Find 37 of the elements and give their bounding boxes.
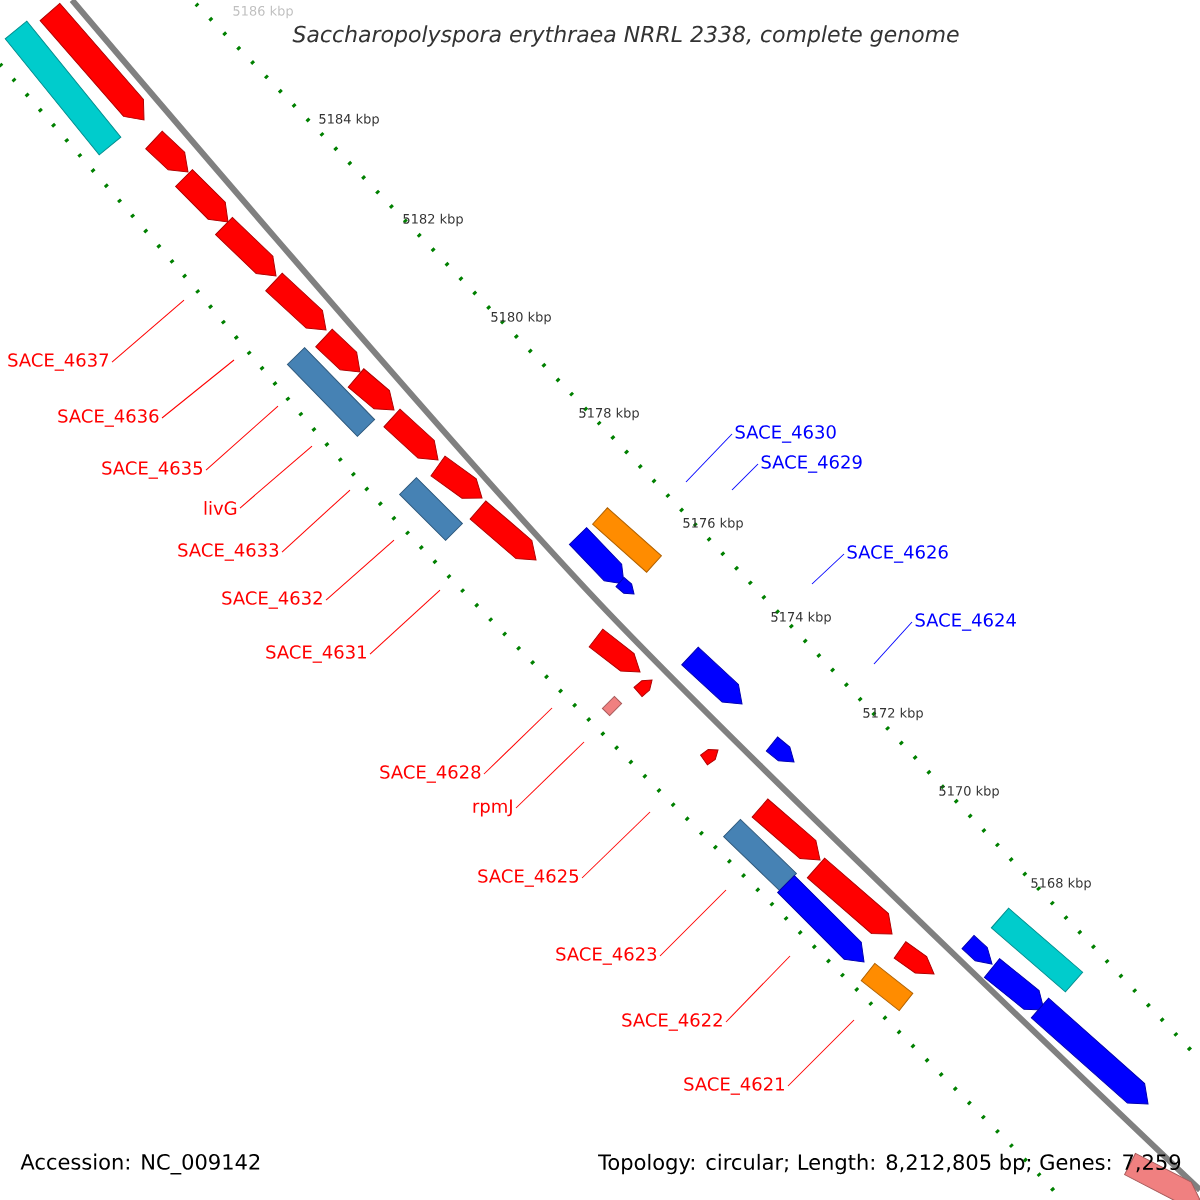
gene-label: SACE_4623 [556,947,657,965]
gene-label: SACE_4622 [622,1013,722,1031]
genome-info-text: Topology: circular; Length: 8,212,805 bp; Genes: 7,259 [598,1153,1181,1175]
gene-label: SACE_4621 [684,1077,784,1095]
leader-line [581,811,651,879]
leader-line [515,741,585,809]
gene-label: SACE_4625 [478,869,578,887]
leader-line [873,621,913,665]
leader-line [725,955,791,1023]
gene-label: SACE_4637 [8,353,109,371]
leader-line [111,299,185,363]
leader-line [811,553,845,585]
accession-text: Accession: NC_009142 [20,1153,260,1175]
gene-label: SACE_4636 [58,409,159,427]
leader-line [161,359,235,419]
gene-label: SACE_4626 [847,545,948,563]
leader-line [281,489,351,553]
gene-label: SACE_4635 [102,461,202,479]
gene-label: rpmJ [473,799,512,817]
gene-label: SACE_4633 [178,543,279,561]
title: Saccharopolyspora erythraea NRRL 2338, complete genome [292,25,959,47]
gene-label: livG [204,501,237,515]
gene-label: SACE_4624 [915,613,1016,631]
leader-line [483,707,553,775]
leader-line [731,463,759,491]
gene-label: SACE_4628 [380,765,481,783]
leader-line [685,433,733,483]
leader-line [787,1019,855,1087]
gene-label: SACE_4632 [222,591,322,609]
leader-line [325,539,395,601]
gene-label: SACE_4631 [266,645,366,663]
leader-line [205,405,279,471]
leader-line [369,589,441,655]
gene-label: SACE_4629 [761,455,862,473]
gene-label: SACE_4630 [735,425,836,443]
leader-line [239,445,313,509]
leader-line [659,889,727,957]
